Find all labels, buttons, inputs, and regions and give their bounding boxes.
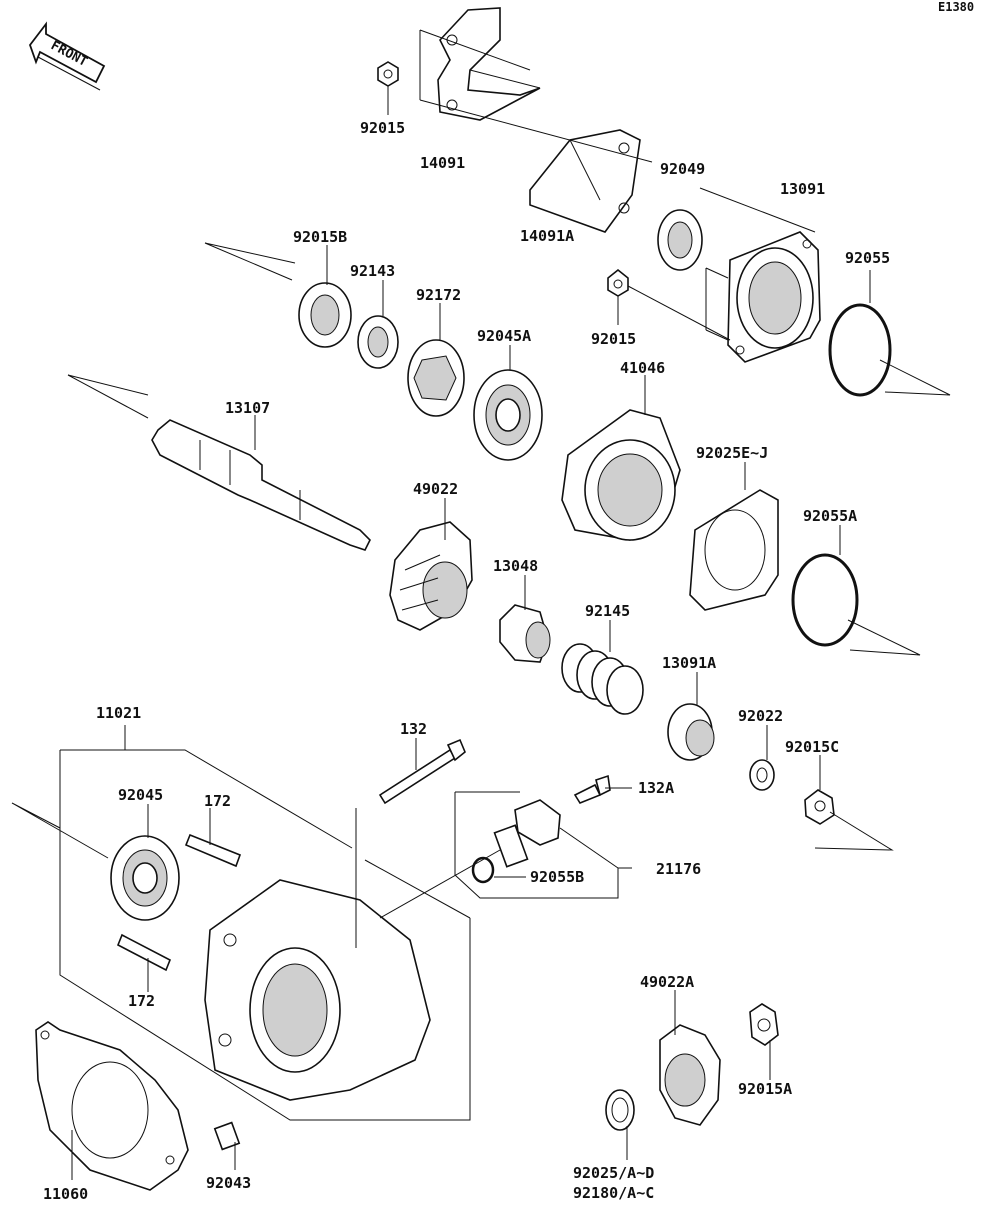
label-92172[interactable]: 92172 <box>416 286 461 304</box>
diagram-code: E1380 <box>938 0 974 14</box>
label-92025AD[interactable]: 92025/A~D <box>573 1164 654 1182</box>
label-92049[interactable]: 92049 <box>660 160 705 178</box>
coupling-13048-icon <box>499 604 551 663</box>
lock-nut-92015B-icon <box>298 282 352 348</box>
label-49022[interactable]: 49022 <box>413 480 458 498</box>
label-11021[interactable]: 11021 <box>96 704 141 722</box>
label-172-bottom[interactable]: 172 <box>128 992 155 1010</box>
shim-92172-icon <box>407 339 465 417</box>
label-14091[interactable]: 14091 <box>420 154 465 172</box>
label-92015C[interactable]: 92015C <box>785 738 839 756</box>
label-92015-mid[interactable]: 92015 <box>591 330 636 348</box>
label-92055B[interactable]: 92055B <box>530 868 584 886</box>
label-92015-top[interactable]: 92015 <box>360 119 405 137</box>
spring-92145-icon <box>561 643 644 715</box>
label-13048[interactable]: 13048 <box>493 557 538 575</box>
bushing-13091A-icon <box>667 703 715 761</box>
housing-41046-icon <box>561 409 681 541</box>
label-13091[interactable]: 13091 <box>780 180 825 198</box>
case-11021-icon <box>204 879 431 1101</box>
label-92022[interactable]: 92022 <box>738 707 783 725</box>
label-13107[interactable]: 13107 <box>225 399 270 417</box>
o-ring-92055-icon <box>828 303 892 397</box>
washer-92022-icon <box>749 759 775 791</box>
sensor-21176-icon <box>493 799 561 868</box>
label-92015A[interactable]: 92015A <box>738 1080 792 1098</box>
nut-92015-mid-icon <box>607 268 629 297</box>
shim-92025-icon <box>605 1089 635 1131</box>
front-arrow-icon: FRONT <box>28 21 106 91</box>
stud-172-top-icon <box>184 833 242 868</box>
flange-13091-icon <box>727 231 821 363</box>
o-ring-92055B-icon <box>471 856 495 884</box>
label-92055A[interactable]: 92055A <box>803 507 857 525</box>
bolt-132A-icon <box>573 774 611 804</box>
gear-49022A-icon <box>659 1024 721 1126</box>
bevel-gear-49022-icon <box>389 521 473 631</box>
label-92045[interactable]: 92045 <box>118 786 163 804</box>
label-172-top[interactable]: 172 <box>204 792 231 810</box>
shaft-13107-icon <box>151 419 371 551</box>
label-14091A[interactable]: 14091A <box>520 227 574 245</box>
stud-172-bottom-icon <box>116 933 172 972</box>
nut-92015A-icon <box>749 1003 779 1046</box>
label-92045A[interactable]: 92045A <box>477 327 531 345</box>
bracket-14091A-icon <box>529 129 641 233</box>
label-132[interactable]: 132 <box>400 720 427 738</box>
label-92180AC[interactable]: 92180/A~C <box>573 1184 654 1202</box>
label-41046[interactable]: 41046 <box>620 359 665 377</box>
label-92145[interactable]: 92145 <box>585 602 630 620</box>
label-11060[interactable]: 11060 <box>43 1185 88 1203</box>
label-132A[interactable]: 132A <box>638 779 674 797</box>
label-92143[interactable]: 92143 <box>350 262 395 280</box>
bracket-14091-icon <box>437 7 541 121</box>
gasket-92025EJ-icon <box>689 489 779 611</box>
seal-92049-icon <box>657 209 703 271</box>
label-92055[interactable]: 92055 <box>845 249 890 267</box>
label-92043[interactable]: 92043 <box>206 1174 251 1192</box>
pin-92043-icon <box>213 1121 241 1151</box>
label-49022A[interactable]: 49022A <box>640 973 694 991</box>
bearing-92045-icon <box>110 835 180 921</box>
o-ring-92055A-icon <box>791 553 859 647</box>
label-92015B[interactable]: 92015B <box>293 228 347 246</box>
collar-92143-icon <box>357 315 399 369</box>
bearing-92045A-icon <box>473 369 543 461</box>
gasket-11060-icon <box>35 1021 189 1191</box>
label-92025EJ[interactable]: 92025E~J <box>696 444 768 462</box>
label-13091A[interactable]: 13091A <box>662 654 716 672</box>
nut-92015-icon <box>377 61 399 87</box>
nut-92015C-icon <box>804 789 835 825</box>
bolt-132-icon <box>378 738 466 805</box>
label-21176[interactable]: 21176 <box>656 860 701 878</box>
